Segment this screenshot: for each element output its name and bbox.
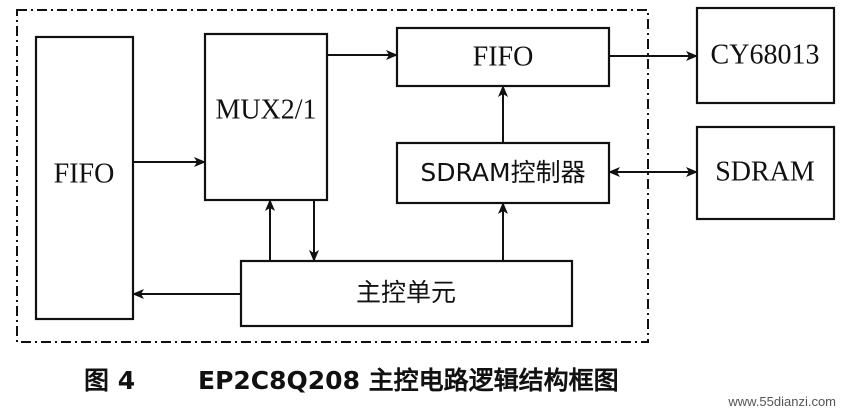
figure-number: 图 4 <box>84 366 135 395</box>
fpga-boundary <box>16 9 649 343</box>
fifo-top-block: FIFO <box>395 26 611 88</box>
sdram-label: SDRAM <box>715 156 815 187</box>
fifo-left-label: FIFO <box>54 158 115 189</box>
sdram-controller-block: SDRAM控制器 <box>395 141 611 205</box>
sdram-block: SDRAM <box>695 125 836 221</box>
main-control-block: 主控单元 <box>239 259 574 328</box>
figure-title: EP2C8Q208 主控电路逻辑结构框图 <box>198 366 619 395</box>
fifo-left-block: FIFO <box>34 35 135 321</box>
main-control-label: 主控单元 <box>356 278 456 307</box>
mux-block: MUX2/1 <box>203 32 329 202</box>
watermark-text: www.55dianzi.com <box>727 394 836 409</box>
cy68013-block: CY68013 <box>695 6 836 105</box>
cy68013-label: CY68013 <box>711 39 820 70</box>
mux-label: MUX2/1 <box>215 94 316 125</box>
fifo-top-label: FIFO <box>473 41 534 72</box>
sdram-controller-label: SDRAM控制器 <box>420 158 585 187</box>
